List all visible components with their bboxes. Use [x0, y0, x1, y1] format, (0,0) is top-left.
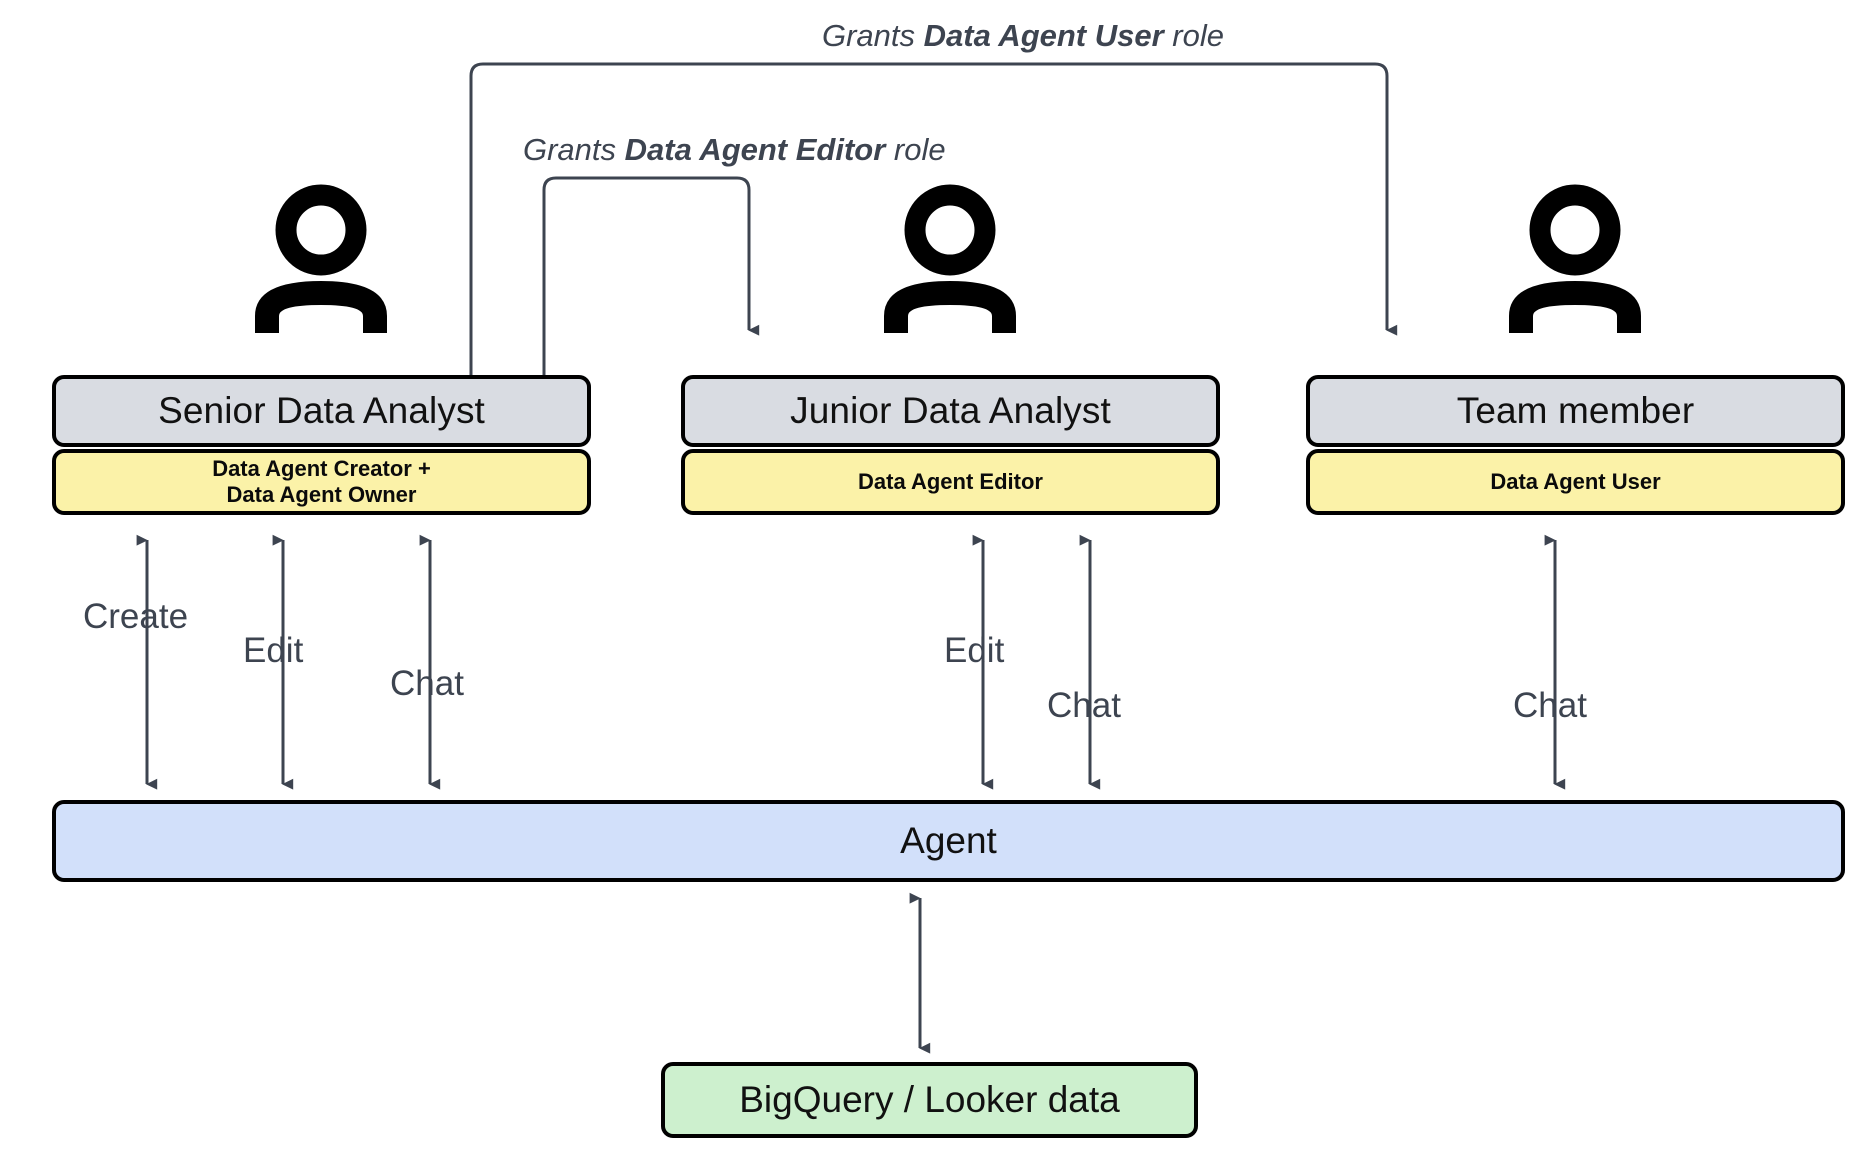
- agent-label: Agent: [900, 820, 997, 861]
- persona-permission-team: Data Agent User: [1306, 449, 1845, 515]
- grant-editor-connector: [542, 176, 760, 375]
- persona-permission-senior: Data Agent Creator + Data Agent Owner: [52, 449, 591, 515]
- grant-user-suffix: role: [1163, 18, 1224, 53]
- person-icon: [884, 184, 1016, 333]
- grant-label-user: Grants Data Agent User role: [822, 18, 1224, 54]
- agent-node[interactable]: Agent: [52, 800, 1845, 882]
- grant-label-editor: Grants Data Agent Editor role: [523, 132, 946, 168]
- persona-title-team: Team member: [1306, 375, 1845, 447]
- flow-label-junior-edit: Edit: [944, 631, 1005, 670]
- role-card-team[interactable]: Team member Data Agent User: [1306, 375, 1845, 515]
- role-card-junior[interactable]: Junior Data Analyst Data Agent Editor: [681, 375, 1220, 515]
- person-icon: [255, 184, 387, 333]
- role-card-senior[interactable]: Senior Data Analyst Data Agent Creator +…: [52, 375, 591, 515]
- grant-editor-suffix: role: [885, 132, 946, 167]
- flow-label-senior-chat: Chat: [390, 664, 464, 703]
- flow-label-team-chat: Chat: [1513, 686, 1587, 725]
- flow-label-junior-chat: Chat: [1047, 686, 1121, 725]
- person-icon: [1509, 184, 1641, 333]
- flow-label-senior-edit: Edit: [243, 631, 304, 670]
- flow-label-senior-create: Create: [83, 597, 189, 636]
- data-store-node[interactable]: BigQuery / Looker data: [661, 1062, 1198, 1138]
- data-store-label: BigQuery / Looker data: [739, 1079, 1120, 1120]
- persona-permission-junior: Data Agent Editor: [681, 449, 1220, 515]
- grant-user-prefix: Grants: [822, 18, 924, 53]
- grant-editor-role: Data Agent Editor: [624, 132, 886, 167]
- persona-title-junior: Junior Data Analyst: [681, 375, 1220, 447]
- grant-editor-prefix: Grants: [523, 132, 625, 167]
- grant-user-role: Data Agent User: [923, 18, 1164, 53]
- persona-title-senior: Senior Data Analyst: [52, 375, 591, 447]
